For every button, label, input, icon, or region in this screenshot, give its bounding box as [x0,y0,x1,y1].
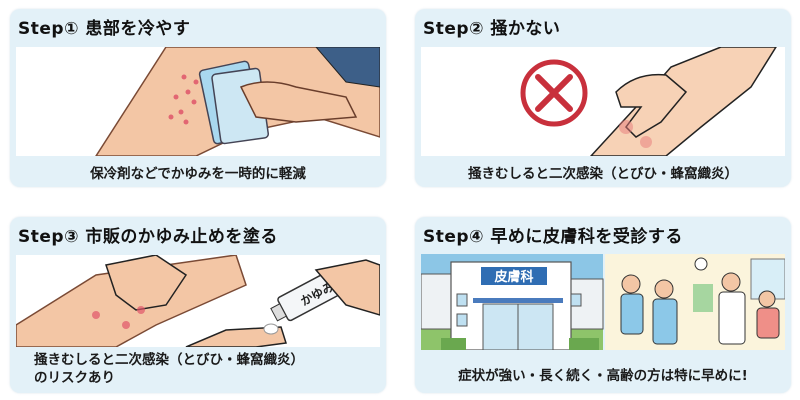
red-x-circle-icon [520,59,588,127]
step-3-caption-line-1: 掻きむしると二次感染（とびひ・蜂窩織炎） [34,352,304,368]
step-4-caption: 症状が強い・長く続く・高齢の方は特に早めに! [458,368,748,384]
step-4-panel: Step④ 早めに皮膚科を受診する 皮膚科 [415,217,791,393]
ointment-illustration: かゆみ [16,255,380,347]
step-2-title: Step② 掻かない [423,19,561,39]
step-3-caption-line-2: のリスクあり [34,370,115,386]
step-2-caption: 掻きむしると二次感染（とびひ・蜂窩織炎） [468,166,738,182]
step-1-title: Step① 患部を冷やす [18,19,191,39]
step-2-panel: Step② 掻かない 掻きむしると二次感染（とびひ・蜂窩織炎） [415,9,791,187]
step-3-caption: 掻きむしると二次感染（とびひ・蜂窩織炎） のリスクあり [34,351,374,387]
scratching-illustration [421,47,785,156]
step-3-panel: Step③ 市販のかゆみ止めを塗る かゆみ 掻きむしると二次感染（とびひ・蜂窩織… [10,217,386,393]
cold-pack-illustration [16,47,380,156]
step-4-title: Step④ 早めに皮膚科を受診する [423,227,683,247]
step-1-panel: Step① 患部を冷やす 保冷剤などでかゆみを一時的に軽減 [10,9,386,187]
step-3-title: Step③ 市販のかゆみ止めを塗る [18,227,278,247]
svg-text:皮膚科: 皮膚科 [493,269,533,285]
clinic-illustration: 皮膚科 [421,254,785,350]
step-1-caption: 保冷剤などでかゆみを一時的に軽減 [90,166,306,182]
